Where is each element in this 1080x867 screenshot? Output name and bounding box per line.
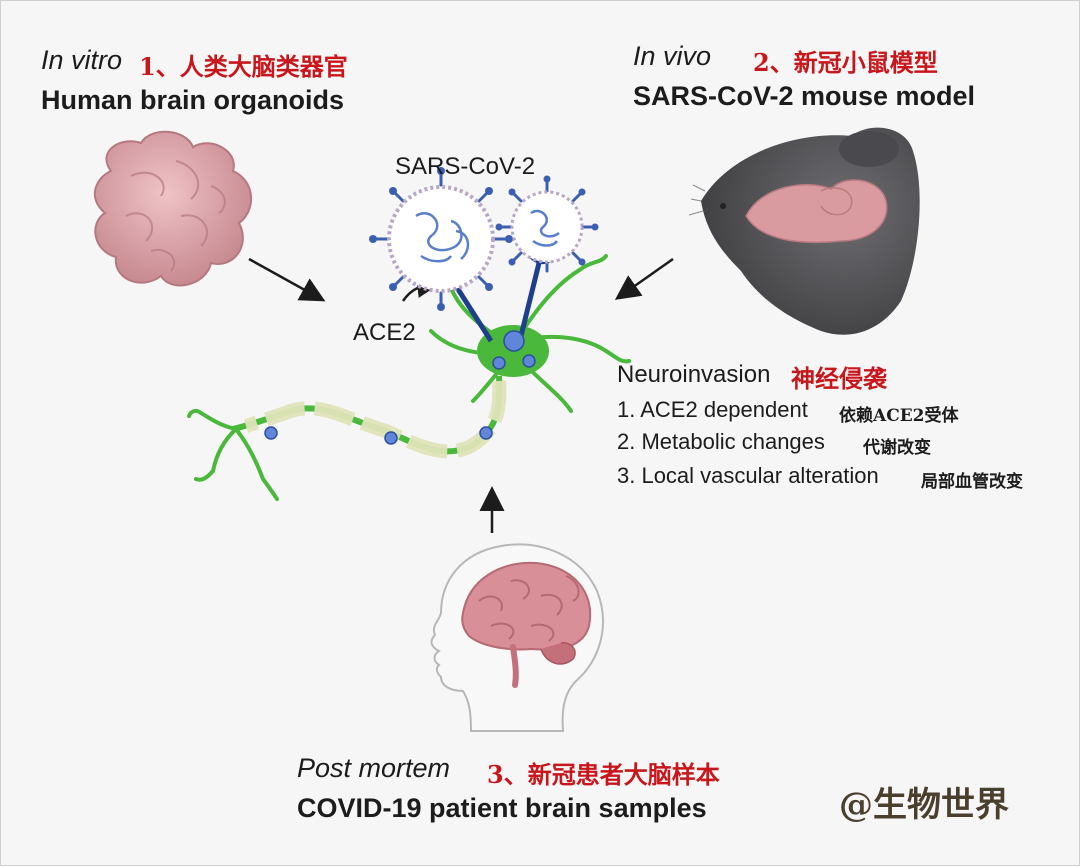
neuroinvasion-item-1: 1. ACE2 dependent [617, 397, 808, 422]
patient-method-label: Post mortem [297, 753, 451, 783]
arrows [248, 257, 674, 533]
organoid-method-label: In vitro [41, 45, 123, 75]
neuroinvasion-item-2: 2. Metabolic changes [617, 429, 825, 454]
arrow-mouse-to-neuron [614, 257, 674, 300]
human-head-illustration [430, 543, 604, 732]
organoid-cn-label: 1、人类大脑类器官 [139, 52, 348, 81]
organoid-title: Human brain organoids [41, 85, 345, 115]
virus-label: SARS-CoV-2 [395, 153, 536, 180]
neuroinvasion-item-3-cn: 局部血管改变 [921, 472, 1023, 492]
virus-left [369, 167, 513, 311]
organoid-illustration [93, 130, 253, 287]
neuroinvasion-item-2-cn: 代谢改变 [863, 438, 931, 458]
mouse-cn-label: 2、新冠小鼠模型 [753, 48, 938, 77]
mouse-head-illustration [688, 127, 920, 335]
neuroinvasion-cn-title: 神经侵袭 [791, 364, 887, 393]
mouse-method-label: In vivo [633, 41, 712, 71]
neuron-illustration [187, 244, 631, 501]
arrow-organoid-to-neuron [248, 257, 326, 302]
mouse-title: SARS-CoV-2 mouse model [633, 81, 976, 111]
neuroinvasion-title: Neuroinvasion [617, 361, 771, 388]
neuroinvasion-item-1-cn: 依赖ACE2受体 [839, 406, 959, 426]
neuroinvasion-item-3: 3. Local vascular alteration [617, 463, 879, 488]
virus-right [495, 175, 599, 273]
watermark: @生物世界 [839, 785, 1009, 825]
patient-title: COVID-19 patient brain samples [297, 793, 707, 823]
patient-cn-label: 3、新冠患者大脑样本 [487, 760, 720, 789]
ace2-label: ACE2 [353, 319, 416, 346]
